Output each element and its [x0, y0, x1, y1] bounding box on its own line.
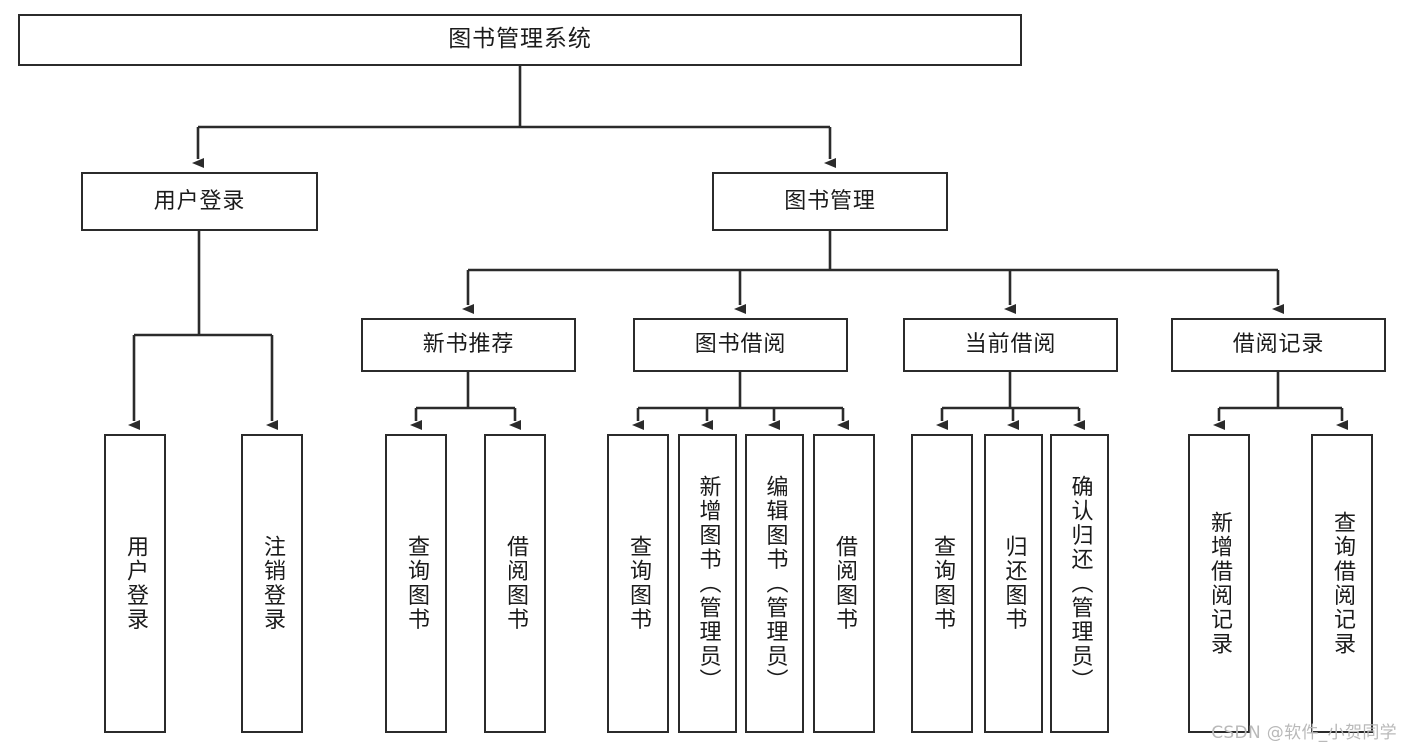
node-label: 图书管理	[784, 188, 876, 214]
node-user-login[interactable]: 用户登录	[81, 172, 318, 231]
node-label: 用户登录	[153, 188, 246, 214]
node-label: 新增图书（管理员）	[695, 474, 721, 693]
leaf-query-book-borrow[interactable]: 查询图书	[607, 434, 669, 733]
node-label: 借阅图书	[503, 535, 528, 632]
leaf-inner: 用户登录	[106, 436, 164, 731]
leaf-inner: 确认归还（管理员）	[1052, 436, 1107, 731]
node-label: 注销登录	[260, 535, 285, 632]
node-label: 图书管理系统	[448, 26, 592, 53]
node-book-borrow[interactable]: 图书借阅	[633, 318, 848, 372]
leaf-confirm-return-admin[interactable]: 确认归还（管理员）	[1050, 434, 1109, 733]
leaf-borrow-book[interactable]: 借阅图书	[813, 434, 875, 733]
node-label: 用户登录	[123, 535, 148, 632]
node-label: 编辑图书（管理员）	[762, 474, 788, 693]
leaf-query-book-recommend[interactable]: 查询图书	[385, 434, 447, 733]
leaf-return-book[interactable]: 归还图书	[984, 434, 1043, 733]
csdn-watermark: CSDN @软件_小贺同学	[1211, 723, 1397, 743]
leaf-query-borrow-record[interactable]: 查询借阅记录	[1311, 434, 1373, 733]
node-label: 归还图书	[1001, 535, 1027, 632]
node-label: 新书推荐	[422, 332, 515, 358]
leaf-borrow-book-recommend[interactable]: 借阅图书	[484, 434, 546, 733]
node-book-management[interactable]: 图书管理	[712, 172, 948, 231]
node-label: 查询图书	[930, 535, 955, 632]
leaf-add-book-admin[interactable]: 新增图书（管理员）	[678, 434, 737, 733]
leaf-user-login[interactable]: 用户登录	[104, 434, 166, 733]
node-label: 查询图书	[626, 535, 651, 632]
node-label: 借阅记录	[1232, 332, 1325, 358]
node-borrow-record[interactable]: 借阅记录	[1171, 318, 1386, 372]
node-label: 查询图书	[404, 535, 429, 632]
node-label: 借阅图书	[832, 535, 857, 632]
leaf-inner: 新增图书（管理员）	[680, 436, 735, 731]
leaf-inner: 查询图书	[387, 436, 445, 731]
node-label: 确认归还（管理员）	[1067, 474, 1093, 693]
node-root-book-management-system[interactable]: 图书管理系统	[18, 14, 1022, 66]
leaf-edit-book-admin[interactable]: 编辑图书（管理员）	[745, 434, 804, 733]
leaf-inner: 借阅图书	[815, 436, 873, 731]
leaf-logout[interactable]: 注销登录	[241, 434, 303, 733]
leaf-inner: 编辑图书（管理员）	[747, 436, 802, 731]
leaf-add-borrow-record[interactable]: 新增借阅记录	[1188, 434, 1250, 733]
leaf-inner: 查询图书	[913, 436, 971, 731]
leaf-inner: 查询图书	[609, 436, 667, 731]
node-label: 图书借阅	[694, 332, 787, 358]
leaf-query-book-current[interactable]: 查询图书	[911, 434, 973, 733]
node-current-borrow[interactable]: 当前借阅	[903, 318, 1118, 372]
node-new-book-recommend[interactable]: 新书推荐	[361, 318, 576, 372]
leaf-inner: 归还图书	[986, 436, 1041, 731]
node-label: 新增借阅记录	[1207, 510, 1232, 657]
node-label: 查询借阅记录	[1330, 510, 1355, 657]
leaf-inner: 查询借阅记录	[1313, 436, 1371, 731]
node-label: 当前借阅	[964, 332, 1057, 358]
leaf-inner: 新增借阅记录	[1190, 436, 1248, 731]
leaf-inner: 注销登录	[243, 436, 301, 731]
leaf-inner: 借阅图书	[486, 436, 544, 731]
